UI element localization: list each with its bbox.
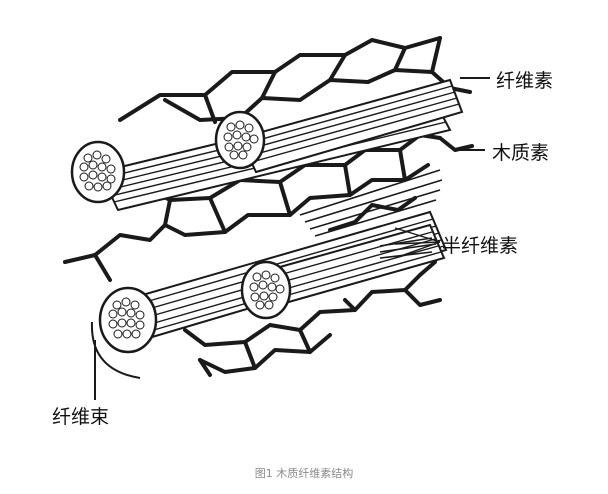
hemicellulose-label: 半纤维素 [442, 235, 519, 257]
cellulose-fibril-upper-right [214, 78, 464, 174]
hemicellulose-pointers [394, 227, 441, 259]
cellulose-fibril-lower-right [240, 223, 446, 320]
lignin-label: 木质素 [492, 142, 550, 164]
cellulose-label: 纤维素 [496, 70, 554, 92]
hemicellulose-strands [299, 169, 443, 259]
fiber-bundle-bracket [90, 321, 141, 400]
fiber-bundle-label: 纤维束 [52, 406, 110, 428]
figure-caption: 图1 木质纤维素结构 [254, 467, 354, 480]
